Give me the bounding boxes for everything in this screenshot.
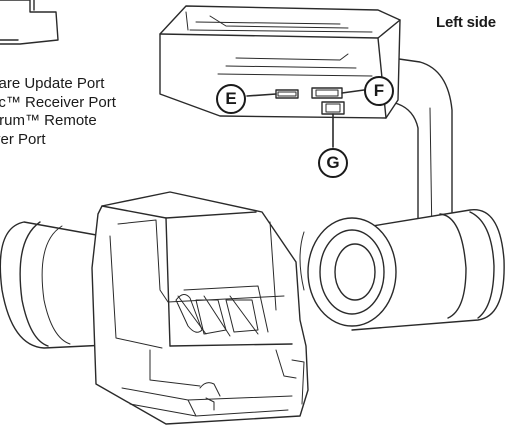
port-legend-line: vare Update Port [0,75,105,92]
callout-f: F [364,76,394,106]
port-legend-line: ec™ Receiver Port [0,93,116,111]
callout-leaders [246,89,365,148]
port-legend-line: trum™ Remote [0,112,97,129]
port-legend-line: ver Port [0,130,46,148]
callout-e: E [216,84,246,114]
callout-g: G [318,148,348,178]
port-block [159,5,401,119]
port-legend: vare Update Port ec™ Receiver Port trum™… [0,75,160,149]
connector-ports [275,87,345,115]
cropped-part-top-left [0,0,59,45]
left-side-heading: Left side [436,14,496,31]
motor-housing [299,209,505,331]
camera-cage [91,191,309,425]
